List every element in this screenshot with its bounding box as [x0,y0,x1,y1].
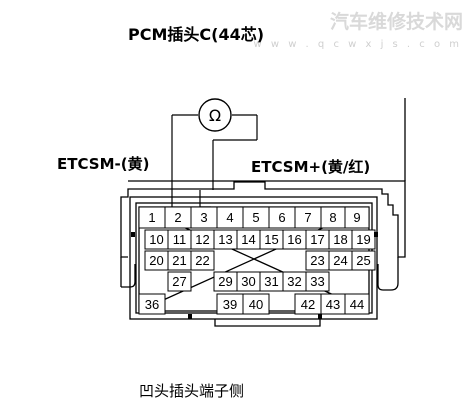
pin-number: 5 [252,210,259,225]
meter-probe-wires [171,114,258,223]
pin-number: 44 [350,297,364,312]
pin-cell [167,271,192,292]
wire-label-etcsm-plus: ETCSM+(黄/红) [251,158,370,176]
pin-number: 29 [218,274,232,289]
pin-number: 14 [241,232,255,247]
pin-number: 13 [218,232,232,247]
pin-number: 16 [287,232,301,247]
pin-number: 42 [301,297,315,312]
pin-cell [190,250,215,271]
pin-number: 27 [172,274,186,289]
connector-caption: 凹头插头端子侧 [139,382,244,400]
pin-cell [344,206,370,229]
pin-number: 9 [353,210,360,225]
pin-number: 30 [241,274,255,289]
pin-number: 11 [173,232,187,247]
pin-number: 22 [195,253,209,268]
pin-number: 6 [278,210,285,225]
pin-number: 31 [264,274,278,289]
pin-number: 10 [149,232,163,247]
pin-cell [351,250,376,271]
pin-number: 2 [174,210,181,225]
pin-number: 19 [356,232,370,247]
ohm-symbol: Ω [209,106,221,125]
watermark-site-url: w w w . q c w x j s . c o m [253,39,462,50]
pin-number: 40 [249,297,263,312]
pin-number: 23 [310,253,324,268]
pin-number: 25 [356,253,370,268]
pin-number: 17 [310,232,324,247]
pin-number: 8 [329,210,336,225]
pin-number: 21 [172,253,186,268]
pin-number: 36 [145,297,159,312]
pin-number: 1 [148,210,155,225]
pin-number: 15 [264,232,278,247]
pin-cell [344,293,370,315]
pin-number: 33 [310,274,324,289]
pin-cell [138,293,166,315]
pin-number: 7 [304,210,311,225]
pin-number: 12 [195,232,209,247]
pin-number: 3 [200,210,207,225]
wire-label-etcsm-minus: ETCSM-(黄) [57,155,149,173]
pin-grid: 1 2 3 4 5 6 7 8 9 10 11 12 13 14 15 16 1… [138,206,376,315]
pin-cell [351,229,376,250]
pin-number: 18 [333,232,347,247]
pin-number: 4 [226,210,233,225]
connector-latch-marks [131,232,378,319]
pin-number: 24 [333,253,347,268]
ohmmeter-icon: Ω [198,98,232,132]
pin-number: 43 [326,297,340,312]
pin-number: 39 [223,297,237,312]
pin-number: 32 [287,274,301,289]
pin-cell [242,293,270,315]
pin-number: 20 [149,253,163,268]
connector-title: PCM插头C(44芯) [128,25,264,44]
watermark-site-name: 汽车维修技术网 [330,10,463,33]
pin-cell [305,271,330,292]
